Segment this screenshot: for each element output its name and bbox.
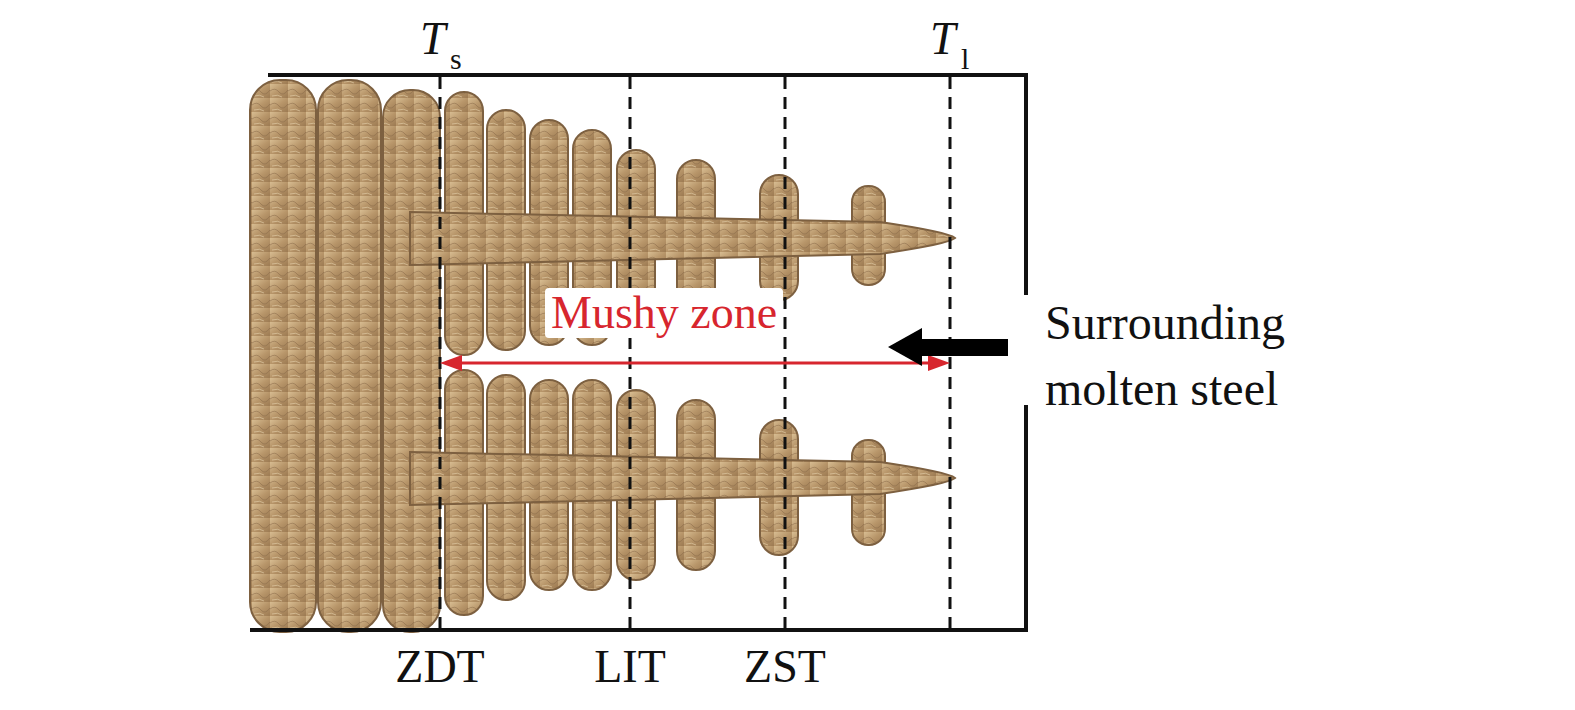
temperature-symbol: T [930,16,956,62]
frame [250,75,1028,632]
temperature-subscript: l [961,44,969,74]
isotherm-label: ZST [744,644,826,690]
flow-arrow [888,328,1008,366]
isotherm-lines [440,77,950,628]
isotherm-label: ZDT [395,644,484,690]
flow-label: Surrounding molten steel [1045,290,1365,422]
mushy-zone-arrow [440,355,950,371]
temperature-symbol: T [420,16,446,62]
temperature-subscript: s [450,44,462,74]
columnar-grains [250,80,440,632]
secondary-arms [445,92,885,615]
zone-label: Mushy zone [545,288,783,338]
isotherm-label: LIT [594,644,666,690]
primary-dendrites [410,212,955,505]
